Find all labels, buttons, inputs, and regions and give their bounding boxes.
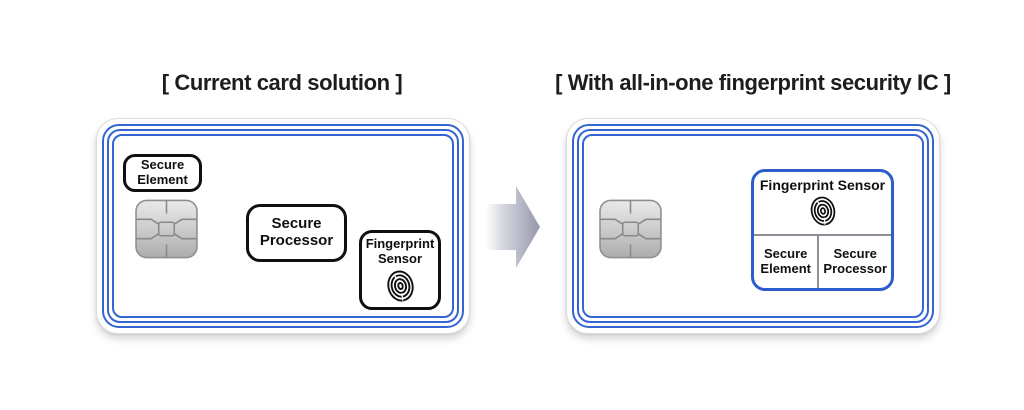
secure-element-label: Secure Element [137,157,188,187]
secure-processor-label: Secure Processor [823,246,887,276]
ic-bottom-row: Secure Element Secure Processor [754,236,891,288]
all-in-one-card: Fingerprint Sensor Secure Element Secure… [566,118,940,334]
secure-element-cell: Secure Element [754,236,820,288]
fingerprint-sensor-label: Fingerprint Sensor [365,236,435,266]
emv-chip-icon [135,199,198,259]
secure-processor-box: Secure Processor [246,204,347,262]
current-card: Secure Element Secure Processor Fingerpr… [96,118,470,334]
transition-arrow-icon [486,186,540,268]
fingerprint-sensor-box: Fingerprint Sensor [359,230,441,310]
fingerprint-icon [383,268,417,305]
secure-element-label: Secure Element [760,246,811,276]
fingerprint-icon [807,194,838,228]
secure-processor-label: Secure Processor [259,215,334,249]
secure-element-box: Secure Element [123,154,202,192]
right-panel-title: [ With all-in-one fingerprint security I… [555,70,951,95]
secure-processor-cell: Secure Processor [819,236,891,288]
fingerprint-sensor-label: Fingerprint Sensor [759,177,886,193]
emv-chip-icon [599,199,662,259]
left-panel-title: [ Current card solution ] [161,70,403,95]
all-in-one-ic-box: Fingerprint Sensor Secure Element Secure… [751,169,894,291]
fingerprint-sensor-cell: Fingerprint Sensor [754,172,891,236]
